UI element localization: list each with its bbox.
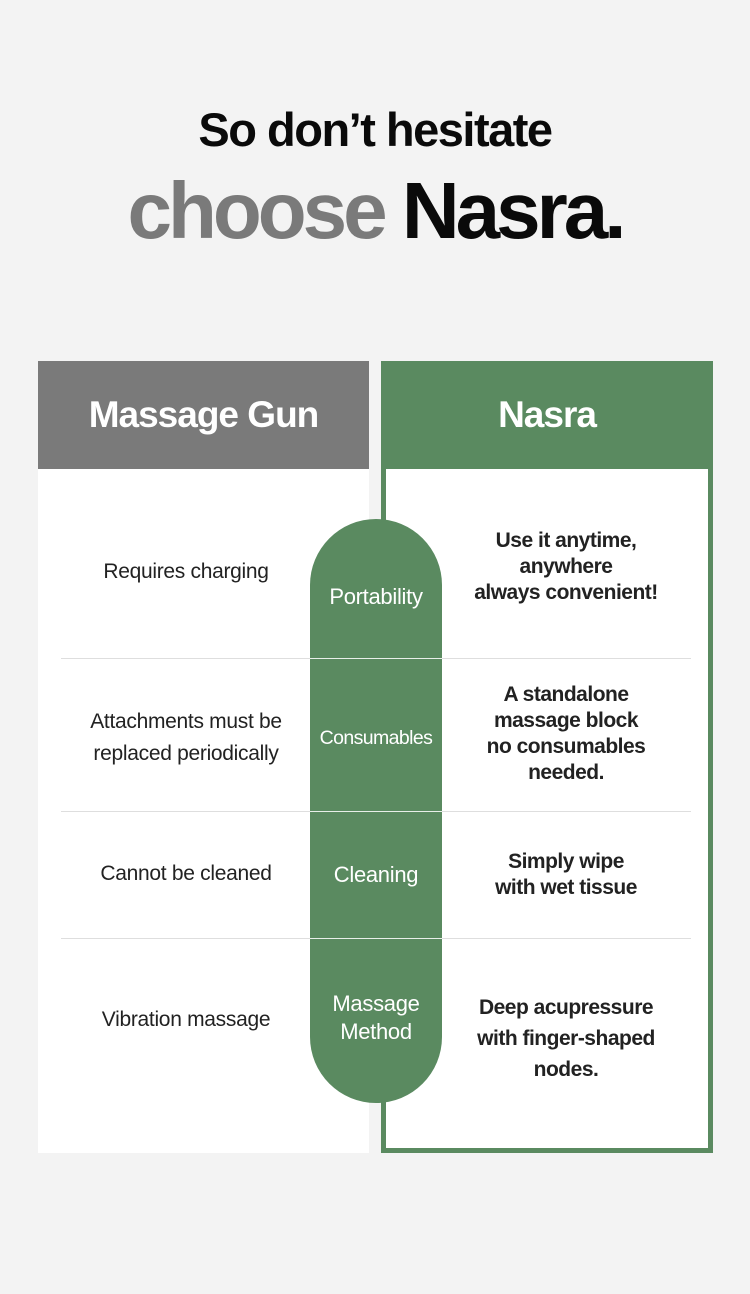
cell-text: A standalone bbox=[503, 683, 629, 706]
category-text: Portability bbox=[329, 584, 423, 609]
massage-gun-header: Massage Gun bbox=[38, 361, 369, 469]
category-portability: Portability bbox=[310, 583, 442, 611]
nasra-cell-method: Deep acupressure with finger-shaped node… bbox=[440, 990, 692, 1086]
pill-divider bbox=[310, 811, 442, 812]
cell-text: Use it anytime, bbox=[495, 529, 637, 552]
category-text: Method bbox=[340, 1019, 412, 1044]
massage-gun-cell-method: Vibration massage bbox=[38, 1004, 334, 1036]
cell-text: Simply wipe bbox=[508, 850, 624, 873]
massage-gun-cell-consumables: Attachments must be replaced periodicall… bbox=[38, 705, 334, 771]
category-text: Massage bbox=[332, 991, 420, 1016]
cell-text: Vibration massage bbox=[101, 1008, 271, 1031]
cell-text: always convenient! bbox=[474, 581, 658, 604]
headline-choose: choose bbox=[127, 166, 388, 255]
pill-divider bbox=[310, 938, 442, 939]
category-text: Cleaning bbox=[333, 862, 419, 887]
category-consumables: Consumables bbox=[310, 724, 442, 752]
cell-text: Requires charging bbox=[103, 560, 269, 583]
massage-gun-cell-portability: Requires charging bbox=[38, 540, 334, 604]
massage-gun-cell-cleaning: Cannot be cleaned bbox=[38, 858, 334, 890]
cell-text: nodes. bbox=[533, 1057, 599, 1081]
cell-text: Attachments must be bbox=[90, 710, 282, 733]
cell-text: Cannot be cleaned bbox=[100, 862, 272, 885]
category-massage-method: Massage Method bbox=[310, 990, 442, 1046]
headline-brand: Nasra. bbox=[401, 166, 627, 255]
nasra-cell-portability: Use it anytime, anywhere always convenie… bbox=[440, 528, 692, 606]
nasra-cell-consumables: A standalone massage block no consumable… bbox=[440, 682, 692, 786]
headline-line-2: choose Nasra. bbox=[0, 166, 750, 256]
cell-text: Deep acupressure bbox=[478, 995, 654, 1019]
category-pill: Portability Consumables Cleaning Massage… bbox=[310, 519, 442, 1103]
nasra-cell-cleaning: Simply wipe with wet tissue bbox=[440, 849, 692, 901]
nasra-header: Nasra bbox=[498, 394, 597, 435]
cell-text: massage block bbox=[493, 709, 639, 732]
cell-text: no consumables bbox=[486, 735, 646, 758]
category-cleaning: Cleaning bbox=[310, 861, 442, 889]
category-text: Consumables bbox=[319, 727, 433, 749]
pill-divider bbox=[310, 658, 442, 659]
cell-text: needed. bbox=[528, 761, 604, 784]
cell-text: anywhere bbox=[519, 555, 613, 578]
cell-text: with wet tissue bbox=[495, 876, 637, 899]
cell-text: with finger-shaped bbox=[477, 1026, 655, 1050]
headline-line-1: So don’t hesitate bbox=[198, 103, 553, 156]
cell-text: replaced periodically bbox=[93, 742, 279, 765]
